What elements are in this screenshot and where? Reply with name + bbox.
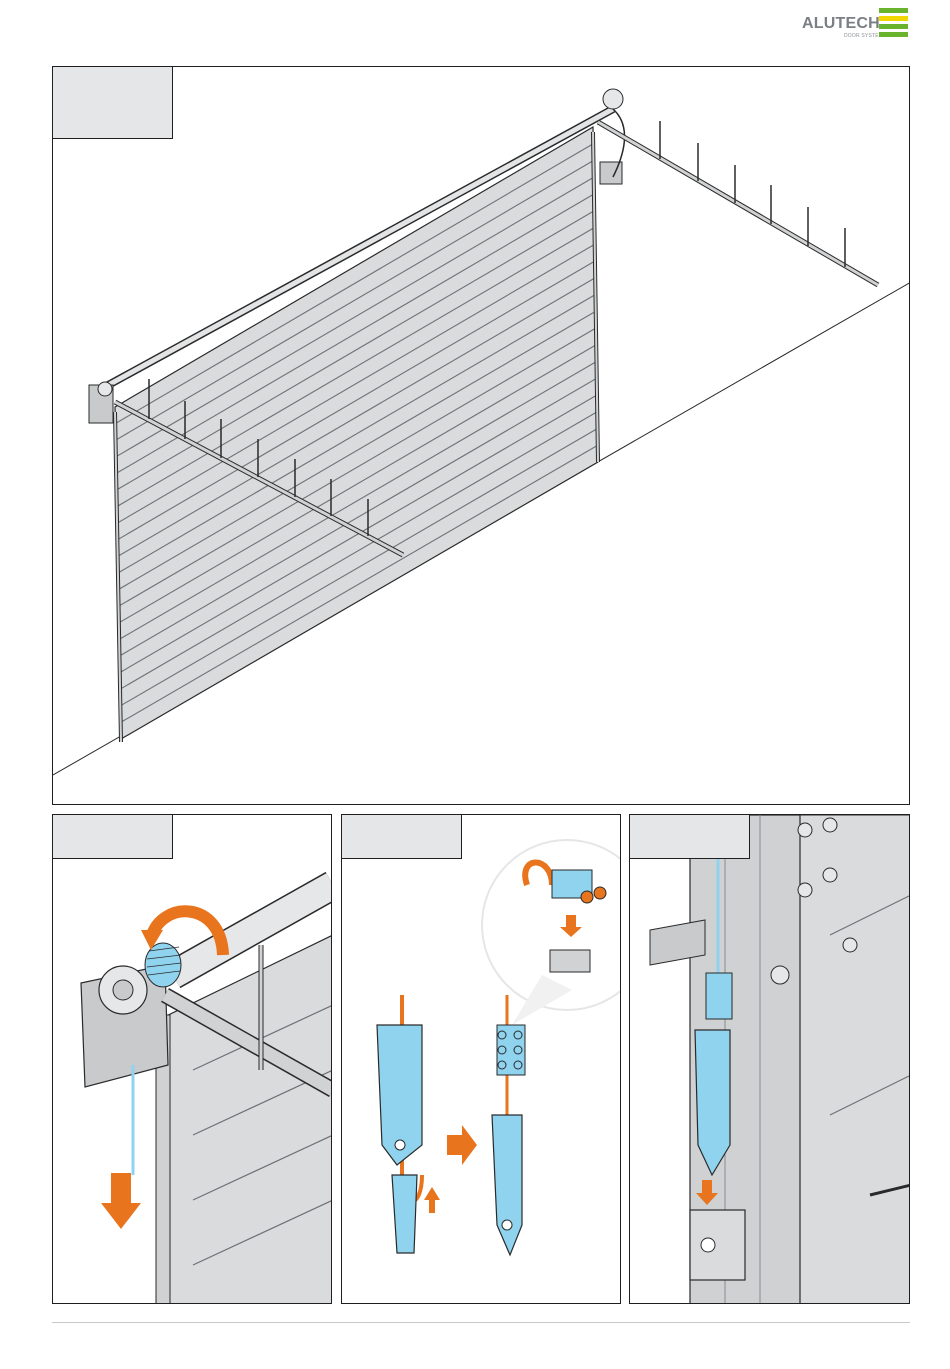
brand-name: ALUTECH bbox=[802, 15, 880, 33]
bottom-bracket-illustration bbox=[630, 815, 910, 1304]
panel-bottom-bracket bbox=[629, 814, 910, 1304]
step-label-box bbox=[342, 815, 462, 859]
step-label-box bbox=[53, 67, 173, 139]
down-arrow-icon bbox=[101, 1173, 141, 1229]
logo-stripes-icon bbox=[879, 8, 908, 37]
cable-loop-illustration bbox=[342, 815, 621, 1304]
winding-drum-illustration bbox=[53, 815, 332, 1304]
step-label-box bbox=[630, 815, 750, 859]
panel-overview bbox=[52, 66, 910, 805]
curved-arrow-icon bbox=[141, 900, 231, 970]
overview-illustration bbox=[53, 67, 910, 805]
footer-divider bbox=[52, 1322, 910, 1323]
panel-cable-loop bbox=[341, 814, 621, 1304]
step-label-box bbox=[53, 815, 173, 859]
panel-winding-drum bbox=[52, 814, 332, 1304]
brand-logo: ALUTECH DOOR SYSTEMS bbox=[800, 8, 910, 42]
